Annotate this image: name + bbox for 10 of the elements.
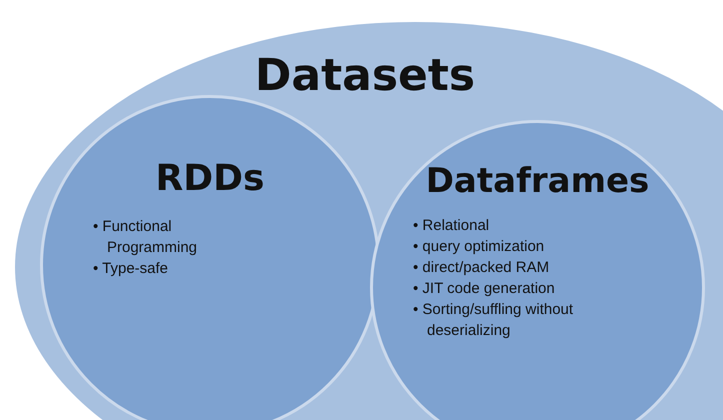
heading: RDDs xyxy=(156,158,264,199)
bullet-item: • direct/packed RAM xyxy=(413,258,550,278)
bullet-item: • Sorting/suffling without deserializing xyxy=(413,300,574,341)
bullet-item: • Functional Programming xyxy=(93,217,198,258)
bullet-item: • Type-safe xyxy=(93,259,170,279)
bullet-item: • Relational xyxy=(413,216,490,236)
heading: Dataframes xyxy=(426,161,650,201)
bullet-item: • query optimization xyxy=(413,237,546,257)
bullet-item: • JIT code generation xyxy=(413,279,556,299)
heading: Datasets xyxy=(254,50,476,101)
